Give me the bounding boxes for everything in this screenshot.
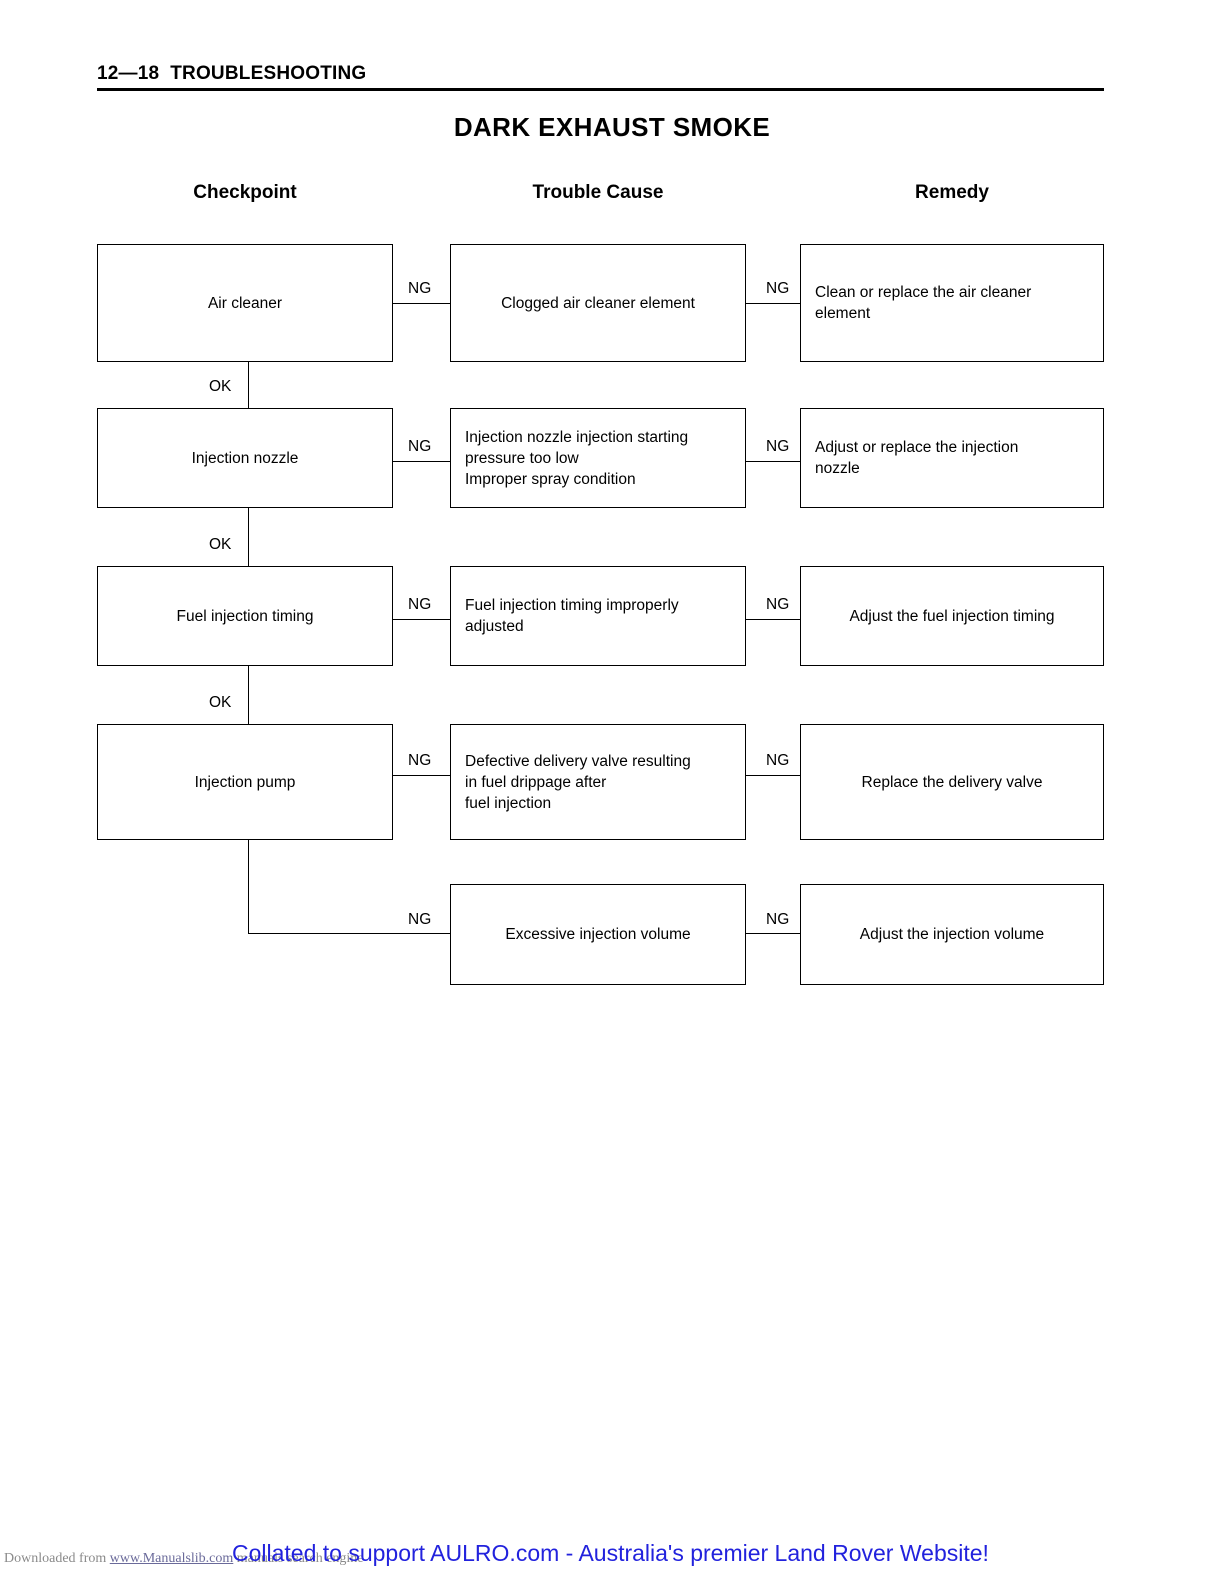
- cause-box-2: Injection nozzle injection starting pres…: [450, 408, 746, 508]
- connector-checkpoint-cause-3: [393, 619, 450, 620]
- remedy-label-4: Replace the delivery valve: [861, 773, 1043, 791]
- checkpoint-label-3: Fuel injection timing: [176, 607, 314, 625]
- remedy-label-5: Adjust the injection volume: [859, 926, 1045, 943]
- connector-cause-remedy-5: [746, 933, 800, 934]
- cause-label-5: Excessive injection volume: [505, 926, 691, 943]
- edge-label-ok-1: OK: [209, 378, 232, 395]
- cause-box-5: Excessive injection volume: [450, 884, 746, 985]
- cause-label-2: Injection nozzle injection starting pres…: [465, 428, 689, 488]
- edge-label-ok-2: OK: [209, 536, 232, 553]
- connector-cause-remedy-4: [746, 775, 800, 776]
- edge-label-ng-3a: NG: [408, 596, 432, 613]
- remedy-box-1: Clean or replace the air cleaner element: [800, 244, 1104, 362]
- edge-label-ng-2b: NG: [766, 438, 790, 455]
- footer-manualslib: Downloaded from www.Manualslib.com manua…: [4, 1551, 364, 1567]
- connector-branch-vertical-5: [248, 840, 249, 933]
- footer-manualslib-suffix: manuals search engine: [233, 1551, 364, 1566]
- edge-label-ng-2a: NG: [408, 438, 432, 455]
- footer-aulro-banner: Collated to support AULRO.com - Australi…: [232, 1540, 989, 1566]
- edge-label-ng-4a: NG: [408, 752, 432, 769]
- column-headers: Checkpoint Trouble Cause Remedy: [97, 182, 1104, 210]
- cause-label-1: Clogged air cleaner element: [501, 294, 695, 312]
- edge-label-ng-1a: NG: [408, 280, 432, 297]
- checkpoint-label-2: Injection nozzle: [191, 449, 299, 467]
- page-title: DARK EXHAUST SMOKE: [453, 112, 771, 142]
- remedy-label-3: Adjust the fuel injection timing: [849, 607, 1055, 625]
- checkpoint-box-3: Fuel injection timing: [97, 566, 393, 666]
- cause-box-4: Defective delivery valve resulting in fu…: [450, 724, 746, 840]
- column-header-checkpoint: Checkpoint: [193, 182, 297, 203]
- page-header-rule: [97, 88, 1104, 91]
- page-header: 12—18 TROUBLESHOOTING: [97, 62, 1104, 91]
- connector-cause-remedy-1: [746, 303, 800, 304]
- remedy-label-2: Adjust or replace the injection nozzle: [815, 439, 1019, 477]
- remedy-box-3: Adjust the fuel injection timing: [800, 566, 1104, 666]
- column-header-trouble-cause: Trouble Cause: [532, 182, 664, 203]
- page-header-text: 12—18 TROUBLESHOOTING: [97, 63, 367, 84]
- remedy-box-2: Adjust or replace the injection nozzle: [800, 408, 1104, 508]
- checkpoint-box-2: Injection nozzle: [97, 408, 393, 508]
- checkpoint-label-1: Air cleaner: [207, 294, 283, 312]
- remedy-box-5: Adjust the injection volume: [800, 884, 1104, 985]
- connector-ok-2: [248, 508, 249, 566]
- connector-cause-remedy-3: [746, 619, 800, 620]
- edge-label-ok-3: OK: [209, 694, 232, 711]
- cause-box-1: Clogged air cleaner element: [450, 244, 746, 362]
- cause-label-3: Fuel injection timing improperly adjuste…: [465, 597, 679, 635]
- edge-label-ng-1b: NG: [766, 280, 790, 297]
- edge-label-ng-4b: NG: [766, 752, 790, 769]
- footer-manualslib-prefix: Downloaded from: [4, 1551, 110, 1566]
- cause-label-4: Defective delivery valve resulting in fu…: [465, 752, 691, 812]
- connector-branch-horizontal-5: [248, 933, 450, 934]
- edge-label-ng-5b: NG: [766, 911, 790, 928]
- cause-box-3: Fuel injection timing improperly adjuste…: [450, 566, 746, 666]
- remedy-label-1: Clean or replace the air cleaner element: [815, 284, 1032, 322]
- checkpoint-label-4: Injection pump: [194, 773, 296, 791]
- remedy-box-4: Replace the delivery valve: [800, 724, 1104, 840]
- edge-label-ng-5a: NG: [408, 911, 432, 928]
- connector-checkpoint-cause-1: [393, 303, 450, 304]
- footer-manualslib-link[interactable]: www.Manualslib.com: [109, 1551, 234, 1566]
- connector-cause-remedy-2: [746, 461, 800, 462]
- column-header-remedy: Remedy: [915, 182, 989, 203]
- connector-checkpoint-cause-2: [393, 461, 450, 462]
- connector-ok-3: [248, 666, 249, 724]
- checkpoint-box-4: Injection pump: [97, 724, 393, 840]
- checkpoint-box-1: Air cleaner: [97, 244, 393, 362]
- connector-checkpoint-cause-4: [393, 775, 450, 776]
- edge-label-ng-3b: NG: [766, 596, 790, 613]
- connector-ok-1: [248, 362, 249, 408]
